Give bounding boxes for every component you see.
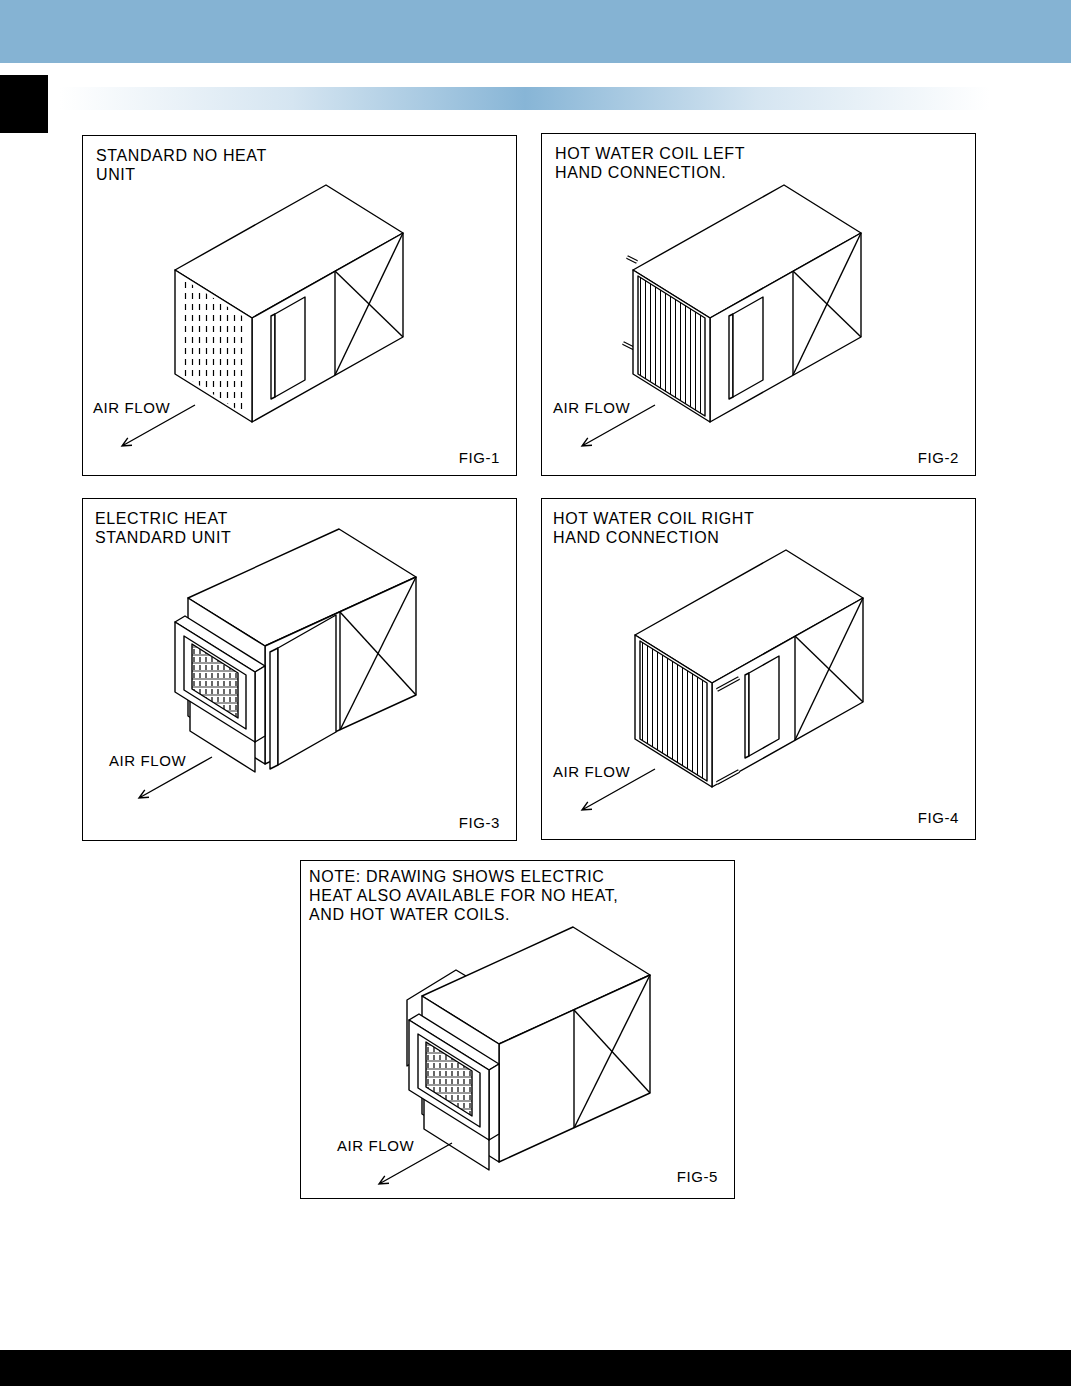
figure-panel: HOT WATER COIL RIGHT HAND CONNECTION AIR … [541, 498, 976, 840]
airflow-label: AIR FLOW [93, 398, 170, 417]
electric-heat-unit-alt [409, 927, 650, 1170]
airflow-label: AIR FLOW [337, 1136, 414, 1155]
figure-panel: NOTE: DRAWING SHOWS ELECTRIC HEAT ALSO A… [300, 860, 735, 1199]
figure-number: FIG-4 [918, 808, 959, 827]
figure-heading: STANDARD NO HEAT UNIT [96, 146, 301, 184]
airflow-label: AIR FLOW [553, 762, 630, 781]
header-bar [0, 0, 1071, 63]
figure-number: FIG-2 [918, 448, 959, 467]
figure-heading: HOT WATER COIL RIGHT HAND CONNECTION [553, 509, 803, 547]
figure-heading: ELECTRIC HEAT STANDARD UNIT [95, 509, 285, 547]
hot-water-coil-left-unit [623, 185, 861, 422]
figure-number: FIG-1 [459, 448, 500, 467]
figure-heading: NOTE: DRAWING SHOWS ELECTRIC HEAT ALSO A… [309, 867, 649, 924]
gradient-band [60, 87, 990, 110]
airflow-label: AIR FLOW [109, 751, 186, 770]
figure-panel: STANDARD NO HEAT UNIT AIR FLOW FIG-1 [82, 135, 517, 476]
hot-water-coil-right-unit [635, 550, 863, 787]
figure-panel: HOT WATER COIL LEFT HAND CONNECTION. AIR … [541, 133, 976, 476]
figure-number: FIG-5 [677, 1167, 718, 1186]
figure-number: FIG-3 [459, 813, 500, 832]
footer-bar [0, 1350, 1071, 1386]
airflow-label: AIR FLOW [553, 398, 630, 417]
tab-block [0, 75, 48, 133]
figure-panel: ELECTRIC HEAT STANDARD UNIT AIR FLOW FIG-3 [82, 498, 517, 841]
electric-heat-unit [175, 529, 416, 772]
no-heat-unit [175, 185, 403, 422]
figure-heading: HOT WATER COIL LEFT HAND CONNECTION. [555, 144, 795, 182]
